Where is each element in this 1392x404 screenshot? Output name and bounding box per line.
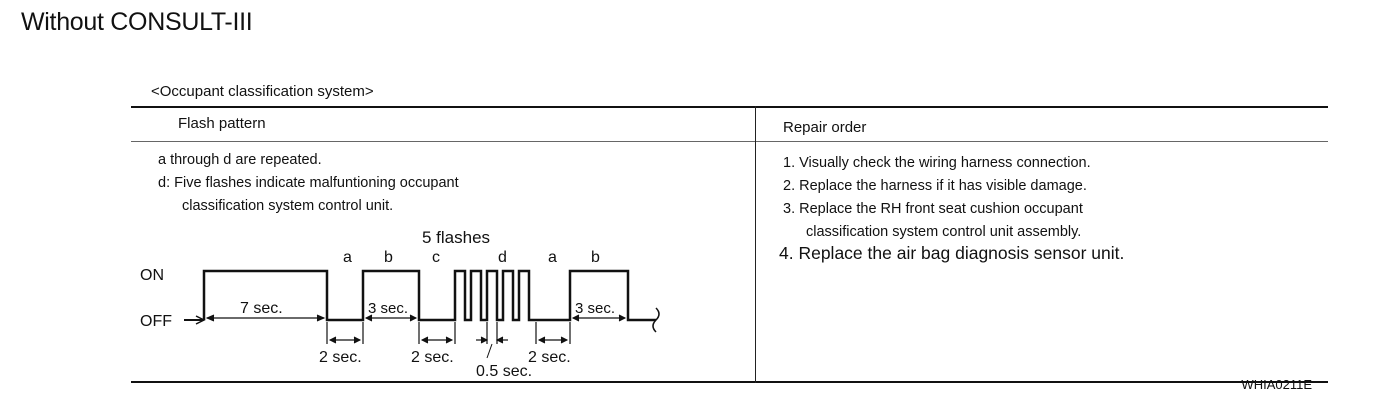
duration-label: 7 sec. [240,300,283,317]
header-flash-pattern: Flash pattern [178,115,266,132]
note-line: d: Five flashes indicate malfuntioning o… [158,175,459,191]
repair-step: 1. Visually check the wiring harness con… [783,155,1091,171]
repair-step: 4. Replace the air bag diagnosis sensor … [779,243,1125,263]
segment-label: b [591,249,600,266]
segment-label: c [432,249,440,266]
repair-step: 3. Replace the RH front seat cushion occ… [783,201,1083,217]
table-bottom-rule [131,381,1328,383]
note-line: classification system control unit. [182,198,394,214]
segment-label: a [343,249,352,266]
page-title: Without CONSULT-III [21,8,253,36]
level-off-label: OFF [140,313,172,330]
signal-waveform [202,269,656,322]
table-top-rule [131,106,1328,108]
duration-label: 2 sec. [411,349,454,366]
table-caption: <Occupant classification system> [151,83,374,100]
segment-label: a [548,249,557,266]
duration-label: 3 sec. [575,300,615,317]
column-divider [755,106,756,383]
figure-id: WHIA0211E [1241,377,1312,392]
note-line: a through d are repeated. [158,152,322,168]
level-on-label: ON [140,267,164,284]
segment-label: b [384,249,393,266]
duration-label: 3 sec. [368,300,408,317]
repair-step: 2. Replace the harness if it has visible… [783,178,1087,194]
header-divider [131,141,1328,142]
duration-label: 2 sec. [528,349,571,366]
duration-label: 2 sec. [319,349,362,366]
duration-label: 0.5 sec. [476,363,532,380]
segment-label: d [498,249,507,266]
five-flashes-label: 5 flashes [422,228,490,247]
header-repair-order: Repair order [783,119,867,136]
repair-step: classification system control unit assem… [806,224,1082,240]
